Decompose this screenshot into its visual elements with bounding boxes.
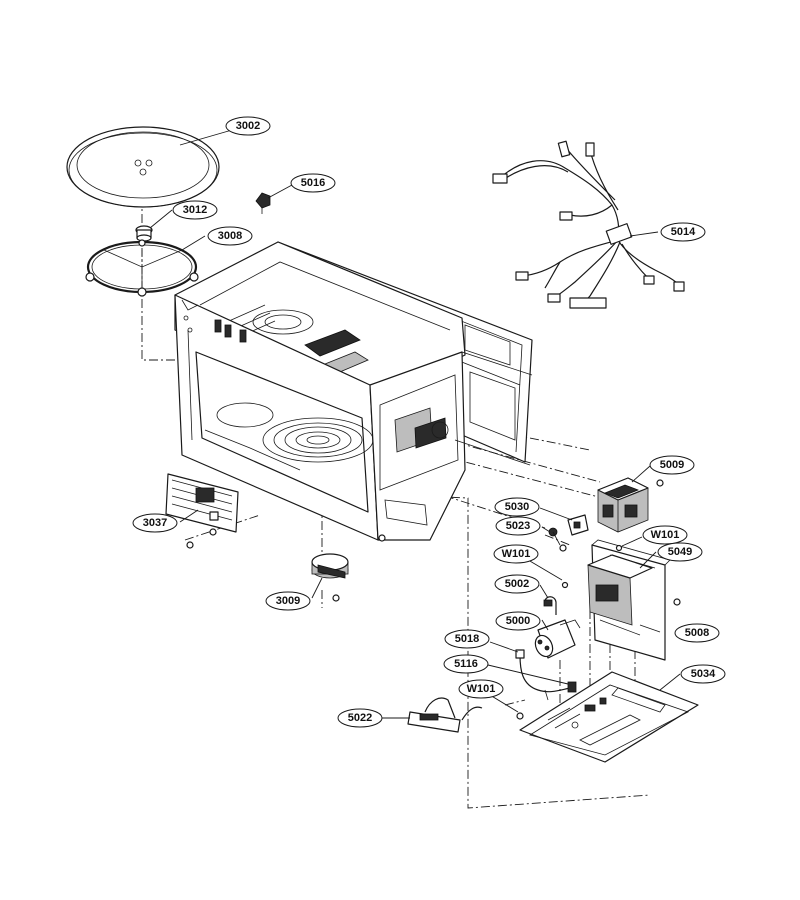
callout-5030: 5030 xyxy=(494,497,540,517)
callout-label: 5016 xyxy=(301,177,325,189)
callout-label: 5034 xyxy=(691,668,716,680)
wire-5018 xyxy=(515,649,577,701)
callout-5049: 5049 xyxy=(657,542,703,562)
callout-w101-b: W101 xyxy=(493,544,539,564)
parts-5030-5023 xyxy=(548,514,589,552)
callout-5016: 5016 xyxy=(290,173,336,193)
callout-5000: 5000 xyxy=(495,611,541,631)
transformer xyxy=(597,477,664,533)
callout-5002: 5002 xyxy=(494,574,540,594)
callout-3009: 3009 xyxy=(265,591,311,611)
capacitor-diode xyxy=(534,581,581,659)
callout-label: 5000 xyxy=(506,615,530,627)
callout-5023: 5023 xyxy=(495,516,541,536)
callout-5022: 5022 xyxy=(337,708,383,728)
callout-5034: 5034 xyxy=(680,664,726,684)
control-bracket xyxy=(587,539,681,661)
callout-label: 5023 xyxy=(506,520,530,532)
callout-label: 5018 xyxy=(455,633,479,645)
callout-5009: 5009 xyxy=(649,455,695,475)
part-5016 xyxy=(255,192,271,214)
callout-label: W101 xyxy=(467,683,496,695)
callout-label: W101 xyxy=(651,529,680,541)
turntable-motor xyxy=(311,553,349,602)
callout-w101-c: W101 xyxy=(458,679,504,699)
vent-grille xyxy=(165,473,239,549)
callout-label: 5022 xyxy=(348,712,372,724)
callout-3008: 3008 xyxy=(207,226,253,246)
oven-cavity xyxy=(174,241,533,542)
callout-label: 3008 xyxy=(218,230,242,242)
callout-label: 5049 xyxy=(668,546,692,558)
callout-label: 3012 xyxy=(183,204,207,216)
callout-label: 5002 xyxy=(505,578,529,590)
coupler xyxy=(135,225,153,242)
callout-label: 3037 xyxy=(143,517,167,529)
callout-label: 3002 xyxy=(236,120,260,132)
callout-label: 5008 xyxy=(685,627,709,639)
callout-5014: 5014 xyxy=(660,222,706,242)
callout-5008: 5008 xyxy=(674,623,720,643)
callout-label: 3009 xyxy=(276,595,300,607)
callout-3012: 3012 xyxy=(172,200,218,220)
callout-label: W101 xyxy=(502,548,531,560)
callout-label: 5030 xyxy=(505,501,529,513)
roller-ring xyxy=(85,239,199,297)
bracket-5022 xyxy=(407,697,483,733)
callout-3002: 3002 xyxy=(225,116,271,136)
glass-tray xyxy=(66,126,220,208)
callout-label: 5014 xyxy=(671,226,696,238)
base-plate xyxy=(516,671,699,763)
wire-harness xyxy=(492,140,685,309)
callout-5018: 5018 xyxy=(444,629,490,649)
callout-label: 5009 xyxy=(660,459,684,471)
callout-label: 5116 xyxy=(454,658,478,670)
callout-w101-a: W101 xyxy=(642,525,688,545)
callout-3037: 3037 xyxy=(132,513,178,533)
callout-5116: 5116 xyxy=(443,654,489,674)
